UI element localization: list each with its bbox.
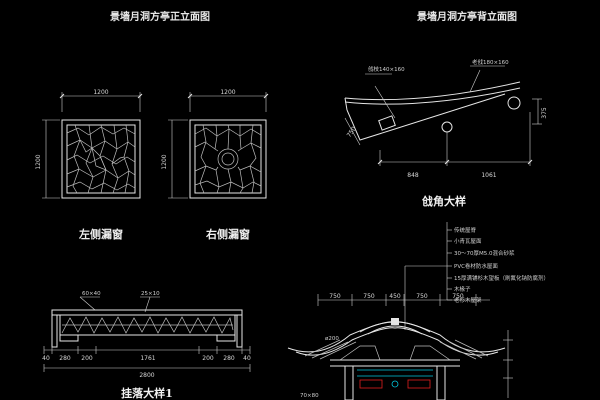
corner-detail-drawing: 戗枝140×160 老戗180×160 750 375 848 1061 戗角大… bbox=[344, 58, 548, 208]
legend-item: 30～70厚M5.0混合砂浆 bbox=[454, 249, 515, 257]
hanging-200-dimension: 200 bbox=[202, 355, 214, 362]
hanging-40-dimension: 40 bbox=[243, 355, 251, 362]
old-ridge-note: 老戗180×160 bbox=[472, 58, 509, 66]
hanging-25x10-note: 25×10 bbox=[141, 291, 160, 297]
left-height-dimension: 1200 bbox=[35, 154, 42, 169]
ridge-branch-note: 戗枝140×160 bbox=[368, 65, 405, 73]
hanging-280-dimension: 280 bbox=[223, 355, 235, 362]
hanging-detail-label: 挂落大样1 bbox=[121, 386, 173, 400]
hanging-2800-dimension: 2800 bbox=[139, 372, 154, 379]
right-height-dimension: 1200 bbox=[161, 154, 168, 169]
legend-item: 小青瓦屋面 bbox=[454, 237, 482, 245]
roof-diameter-note: ø200 bbox=[325, 336, 339, 342]
corner-375-dimension: 375 bbox=[541, 107, 548, 119]
legend-item: 传统屋脊 bbox=[454, 226, 477, 234]
rear-elevation-title: 景墙月洞方亭背立面图 bbox=[417, 10, 517, 23]
roof-750-dimension: 750 bbox=[452, 293, 464, 300]
roof-750-dimension: 750 bbox=[363, 293, 375, 300]
left-window-label: 左侧漏窗 bbox=[78, 227, 123, 241]
hanging-280-dimension: 280 bbox=[59, 355, 71, 362]
hanging-40-dimension: 40 bbox=[42, 355, 50, 362]
hanging-detail-drawing: 60×40 25×10 40 280 200 1761 200 280 40 2… bbox=[42, 291, 251, 400]
legend-item: PVC卷材防水屋面 bbox=[454, 262, 498, 270]
roof-750-dimension: 750 bbox=[416, 293, 428, 300]
corner-1061-dimension: 1061 bbox=[481, 172, 496, 179]
hanging-60x40-note: 60×40 bbox=[82, 291, 101, 297]
legend-item: 15厚满铺杉木望板（刷氟化钠防腐剂） bbox=[454, 274, 549, 282]
front-elevation-title: 景墙月洞方亭正立面图 bbox=[110, 10, 210, 23]
legend-item: 木椽子 bbox=[454, 285, 471, 293]
right-width-dimension: 1200 bbox=[220, 89, 235, 96]
corner-detail-label: 戗角大样 bbox=[422, 194, 466, 208]
roof-450-dimension: 450 bbox=[389, 293, 401, 300]
roof-750-dimension: 750 bbox=[329, 293, 341, 300]
roof-legend: 传统屋脊 小青瓦屋面 30～70厚M5.0混合砂浆 PVC卷材防水屋面 15厚满… bbox=[404, 222, 549, 330]
corner-848-dimension: 848 bbox=[407, 172, 419, 179]
left-width-dimension: 1200 bbox=[93, 89, 108, 96]
left-window-drawing: 1200 1200 左侧漏窗 bbox=[35, 89, 143, 241]
hanging-1761-dimension: 1761 bbox=[140, 355, 155, 362]
roof-section-drawing: 750 750 450 750 750 ø200 70×80 bbox=[287, 293, 513, 400]
right-window-drawing: 1200 1200 右侧漏窗 bbox=[161, 89, 269, 241]
hanging-200-dimension: 200 bbox=[81, 355, 93, 362]
roof-70x80-note: 70×80 bbox=[300, 393, 319, 399]
right-window-label: 右侧漏窗 bbox=[205, 227, 250, 241]
